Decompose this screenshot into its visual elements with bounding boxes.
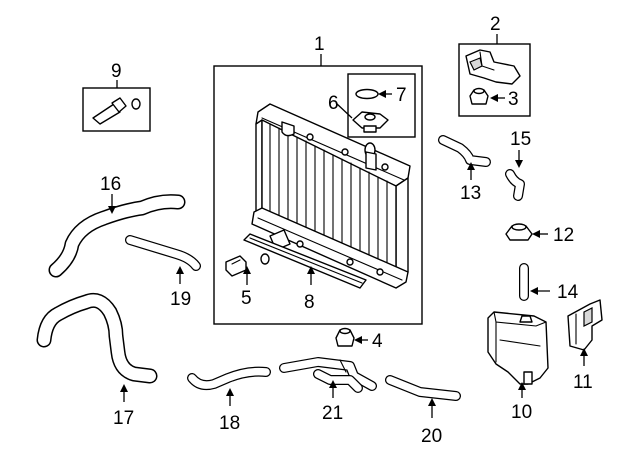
radiator-assembly-group: 1: [213, 34, 423, 325]
hose-icon: [505, 169, 525, 201]
hose-icon: [187, 366, 271, 391]
callout-16: 16: [100, 174, 121, 195]
callout-20: 20: [421, 426, 442, 447]
callout-8: 8: [304, 292, 315, 313]
reservoir-tank-icon: [487, 311, 549, 385]
hose-icon: [48, 194, 186, 278]
callout-2: 2: [490, 14, 501, 35]
callout-13: 13: [460, 183, 481, 204]
callout-1: 1: [314, 34, 325, 55]
hose-icon: [36, 292, 158, 384]
sensor-icon: [92, 97, 141, 125]
hose-icon: [438, 135, 491, 167]
hose-icon: [125, 235, 201, 271]
callout-9: 9: [111, 61, 122, 82]
callout-15: 15: [510, 129, 531, 150]
drain-plug-icon: [225, 253, 270, 277]
callout-12: 12: [553, 225, 574, 246]
bracket-inset-frame: [458, 43, 531, 117]
callout-3: 3: [508, 89, 519, 110]
callout-19: 19: [170, 289, 191, 310]
sensor-group: 9: [82, 61, 151, 132]
cap-inset-frame: [347, 73, 416, 138]
callout-7: 7: [396, 85, 407, 106]
callout-11: 11: [573, 372, 593, 393]
callout-4: 4: [372, 331, 383, 352]
callout-17: 17: [113, 408, 134, 429]
callout-21: 21: [322, 403, 343, 424]
bracket-group: 2 3: [458, 14, 531, 117]
hose-icon: [385, 375, 461, 401]
radiator-assembly-frame: [213, 65, 423, 325]
reservoir-cap-icon: [505, 223, 533, 241]
radiator-cap-icon: [352, 111, 389, 133]
callout-10: 10: [511, 402, 532, 423]
callout-14: 14: [557, 282, 579, 303]
rubber-cushion-icon: [469, 87, 489, 105]
o-ring-icon: [355, 88, 379, 100]
hose-joint-icon: [279, 357, 377, 393]
radiator-assembly-icon: [251, 103, 411, 289]
mount-bracket-icon: [465, 49, 521, 85]
rubber-cushion-icon: [335, 327, 355, 347]
seal-strip-icon: [243, 233, 367, 289]
callout-5: 5: [241, 288, 252, 309]
callout-18: 18: [219, 413, 240, 434]
callout-6: 6: [328, 93, 339, 114]
reservoir-bracket-icon: [567, 299, 603, 351]
